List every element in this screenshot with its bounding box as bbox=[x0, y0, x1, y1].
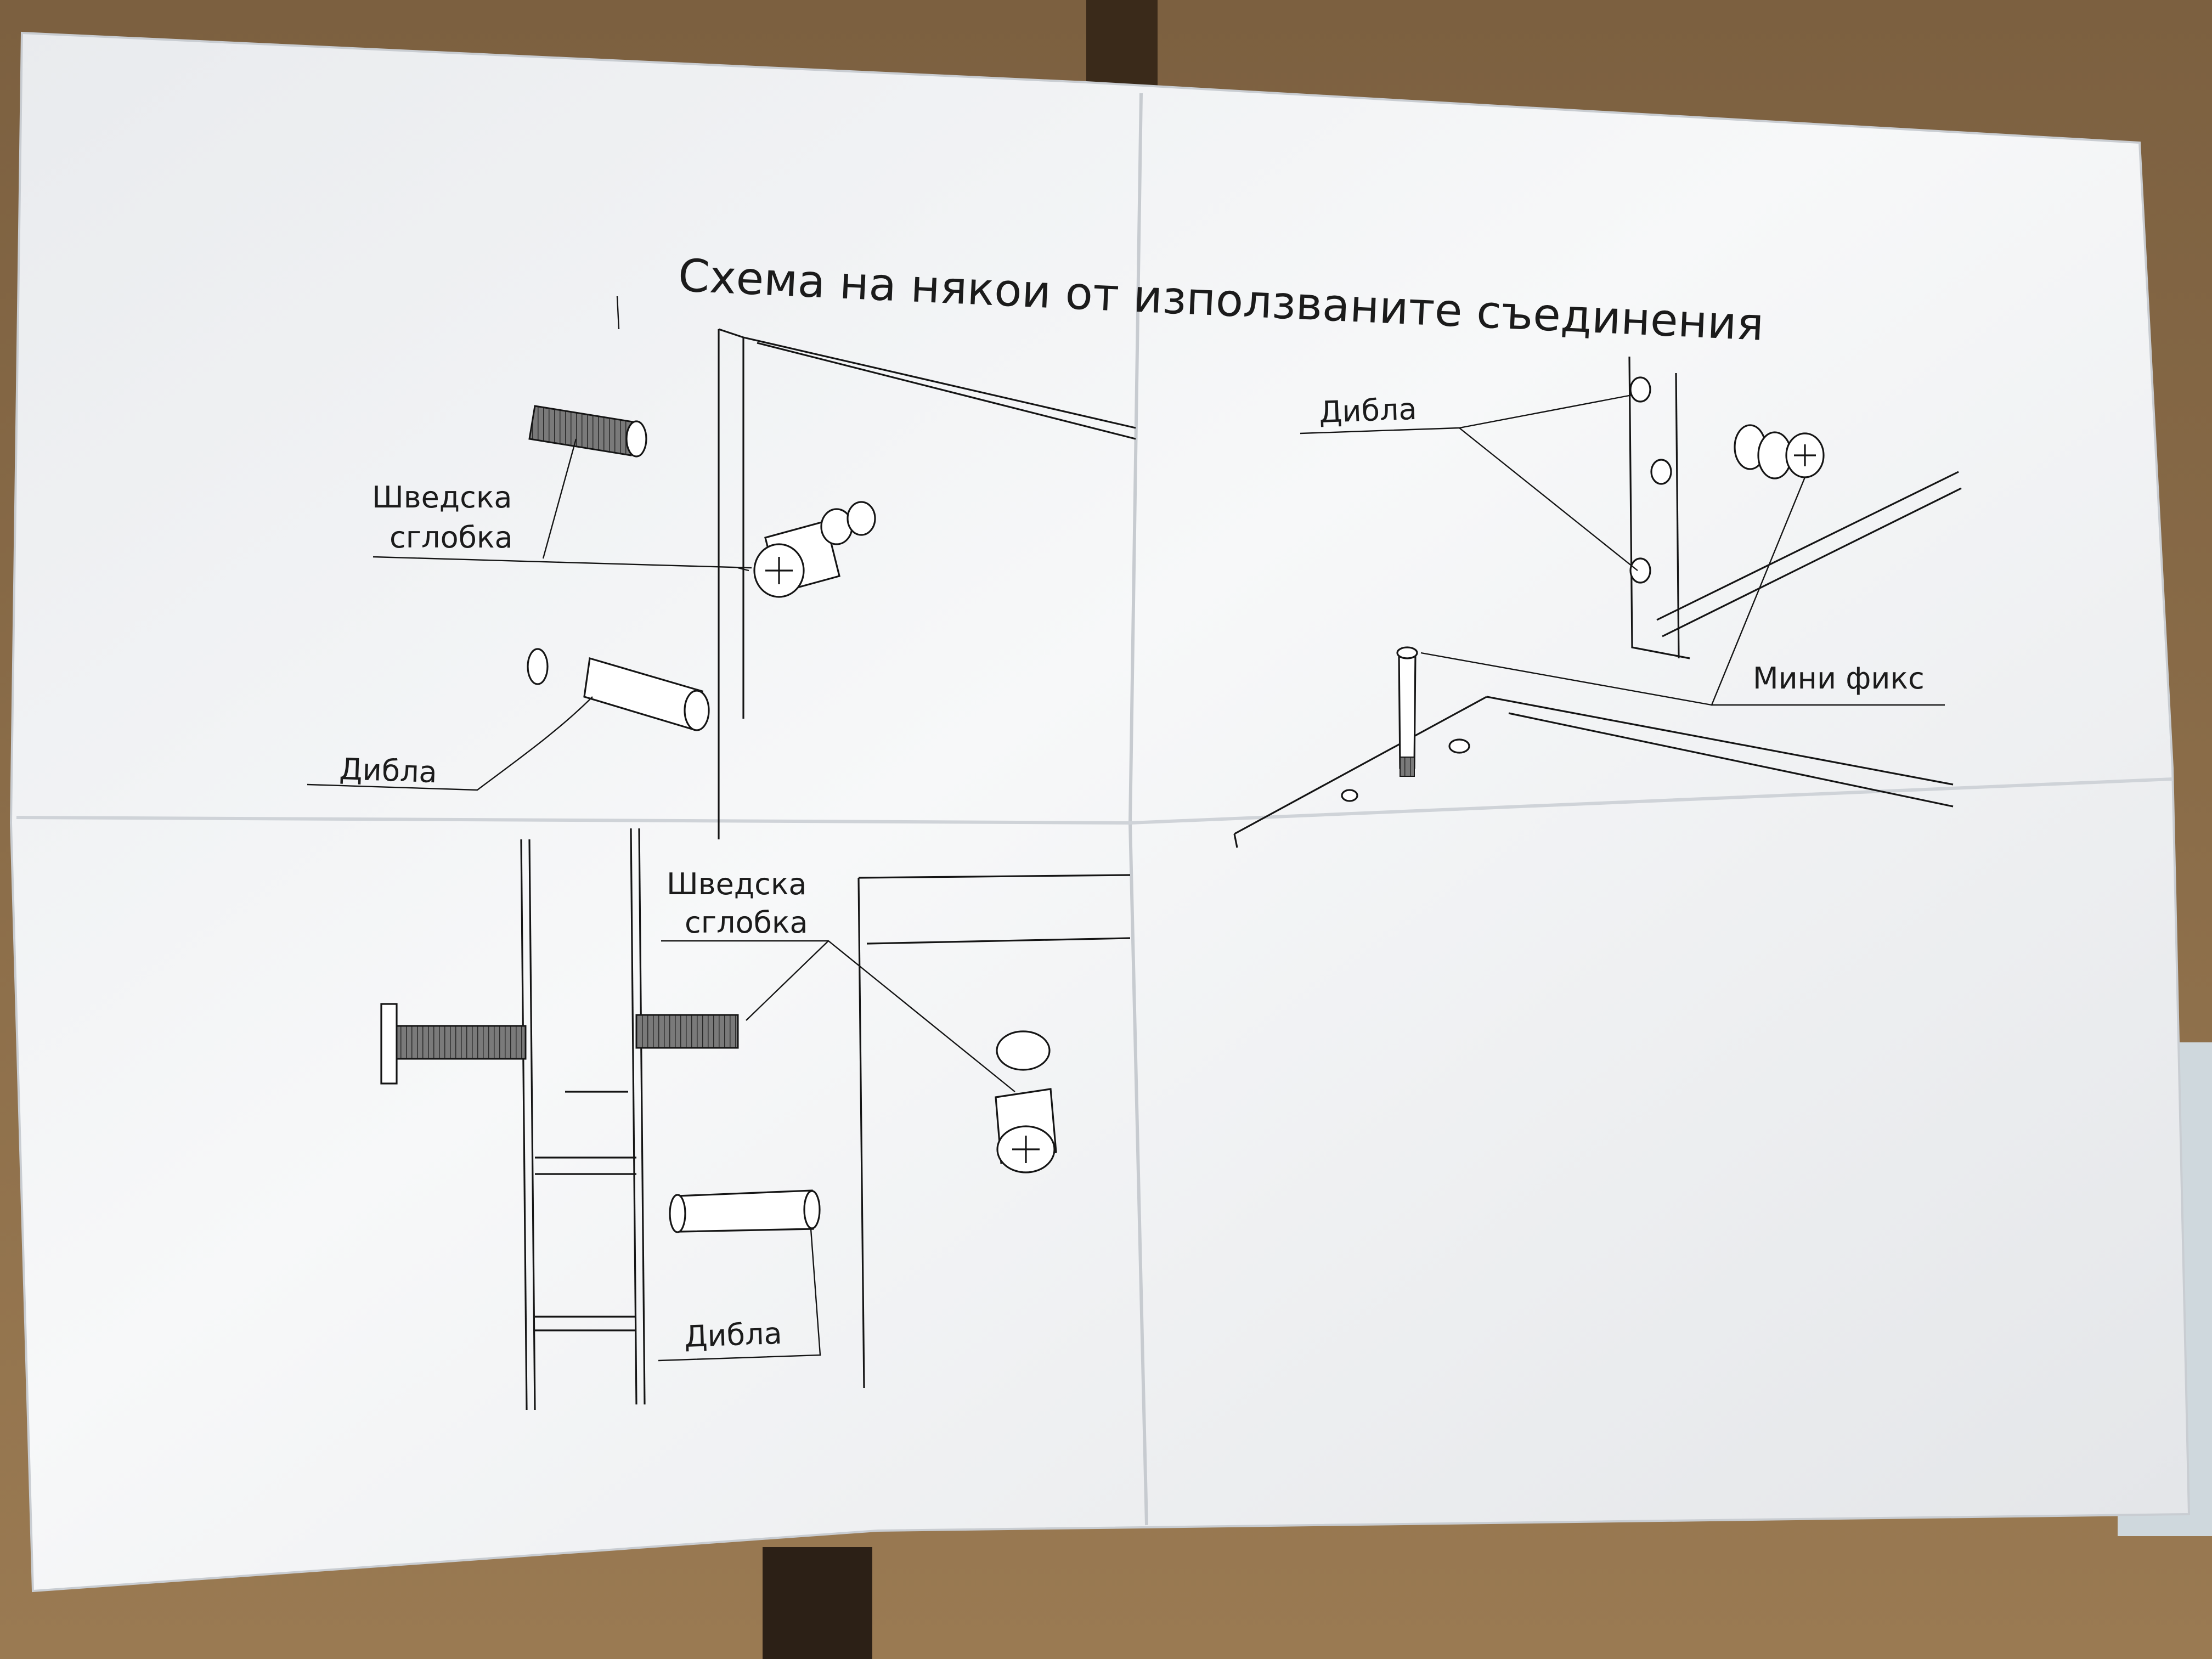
minifix-bolt-icon bbox=[1396, 646, 1418, 777]
diagram-top-right bbox=[1233, 356, 1962, 848]
dowel-icon bbox=[527, 648, 710, 731]
diagram-bottom-left bbox=[380, 828, 1131, 1410]
fold-line-horizontal bbox=[16, 777, 2173, 825]
label-swedish-bottom-1: Шведска bbox=[667, 867, 807, 901]
label-mini-fix: Мини фикс bbox=[1753, 661, 1925, 696]
label-swedish-top-2: сглобка bbox=[390, 520, 513, 555]
swedish-bolt-end-icon bbox=[635, 1014, 739, 1049]
dowel-icon-2 bbox=[1629, 557, 1651, 584]
dowel-bottom-icon bbox=[669, 1189, 821, 1233]
box-seam-bottom bbox=[763, 1547, 872, 1659]
cam-fitting-bottom-icon bbox=[995, 1030, 1057, 1173]
diagram-top-left bbox=[307, 328, 1136, 839]
cam-fitting-icon bbox=[753, 501, 876, 598]
instruction-sheet bbox=[9, 31, 2191, 1593]
label-swedish-top-1: Шведска bbox=[372, 480, 512, 515]
swedish-bolt-icon bbox=[528, 405, 647, 458]
label-dowel-top-right: Дибла bbox=[1318, 392, 1417, 430]
label-dowel-bottom: Дибла bbox=[684, 1316, 782, 1354]
label-swedish-bottom-2: сглобка bbox=[685, 905, 808, 940]
minifix-cam-icon bbox=[1734, 424, 1825, 479]
margin-tick bbox=[616, 296, 620, 330]
swedish-bolt-long-icon bbox=[380, 1003, 527, 1085]
dowel-icon-1 bbox=[1629, 376, 1651, 403]
label-dowel-top-left: Дибла bbox=[339, 752, 438, 789]
